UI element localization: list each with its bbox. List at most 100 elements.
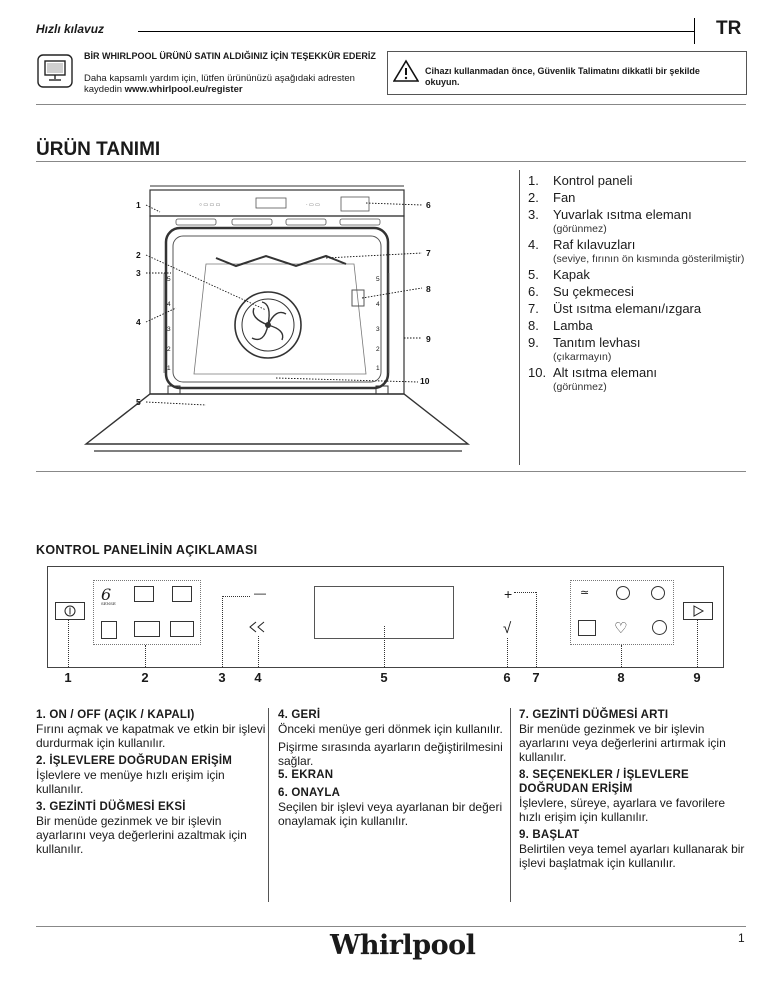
description-column-1: 1. ON / OFF (AÇIK / KAPALI) Fırını açmak… bbox=[36, 708, 268, 860]
section-separator bbox=[36, 471, 746, 472]
confirm-button[interactable]: √ bbox=[503, 620, 512, 637]
menu-list-button[interactable] bbox=[101, 621, 117, 639]
footer-rule bbox=[36, 926, 746, 927]
register-url[interactable]: www.whirlpool.eu/register bbox=[124, 84, 243, 95]
grill-function-button[interactable] bbox=[170, 621, 194, 637]
panel-number: 1 bbox=[64, 670, 72, 685]
svg-text:10: 10 bbox=[420, 376, 430, 386]
convection-function-button[interactable] bbox=[172, 586, 192, 602]
heading-rule bbox=[36, 161, 746, 162]
panel-number: 7 bbox=[532, 670, 540, 685]
desc-text: Pişirme sırasında ayarların değiştirilme… bbox=[278, 740, 503, 768]
desc-title: 8. SEÇENEKLER / İŞLEVLERE DOĞRUDAN ERİŞİ… bbox=[519, 769, 689, 795]
desc-title: 2. İŞLEVLERE DOĞRUDAN ERİŞİM bbox=[36, 755, 233, 767]
start-button[interactable] bbox=[683, 602, 713, 620]
description-column-2: 4. GERİ Önceki menüye geri dönmek için k… bbox=[278, 708, 506, 832]
svg-text:7: 7 bbox=[426, 248, 431, 258]
power-button[interactable] bbox=[55, 602, 85, 620]
brand-logo: Whirlpool bbox=[330, 930, 476, 961]
panel-number: 9 bbox=[693, 670, 701, 685]
warning-text: Cihazı kullanmadan önce, Güvenlik Talima… bbox=[425, 66, 700, 87]
desc-title: 6. ONAYLA bbox=[278, 787, 341, 799]
desc-text: İşlevlere ve menüye hızlı erişim için ku… bbox=[36, 768, 225, 796]
svg-text:8: 8 bbox=[426, 284, 431, 294]
svg-text:4: 4 bbox=[136, 317, 141, 327]
leader-3 bbox=[222, 596, 223, 667]
leader-1 bbox=[68, 620, 69, 667]
stopwatch-icon[interactable] bbox=[651, 586, 665, 600]
back-button[interactable] bbox=[248, 621, 268, 636]
panel-number: 4 bbox=[254, 670, 262, 685]
language-code: TR bbox=[716, 18, 742, 39]
leader-2 bbox=[145, 645, 146, 667]
desc-title: 7. GEZİNTİ DÜĞMESİ ARTI bbox=[519, 709, 669, 721]
temperature-icon[interactable]: ≃ bbox=[580, 587, 590, 599]
svg-text:4: 4 bbox=[167, 301, 171, 308]
svg-text:4: 4 bbox=[376, 301, 380, 308]
header-tick bbox=[694, 18, 695, 44]
parts-list-item: 10.Alt ısıtma elemanı(görünmez) bbox=[528, 365, 658, 393]
parts-list-item: 4.Raf kılavuzları(seviye, fırının ön kıs… bbox=[528, 237, 745, 265]
panel-number: 2 bbox=[141, 670, 149, 685]
desc-title: 1. ON / OFF (AÇIK / KAPALI) bbox=[36, 709, 195, 721]
desc-text: Seçilen bir işlevi veya ayarlanan bir de… bbox=[278, 800, 503, 828]
svg-text:1: 1 bbox=[167, 365, 171, 372]
plus-button[interactable]: + bbox=[504, 586, 513, 602]
svg-text:1: 1 bbox=[136, 200, 141, 210]
panel-number: 5 bbox=[380, 670, 388, 685]
svg-text:1: 1 bbox=[376, 365, 380, 372]
computer-icon bbox=[37, 54, 73, 93]
settings-tools-icon[interactable] bbox=[578, 620, 596, 636]
power-icon bbox=[64, 605, 76, 617]
leader-7h bbox=[514, 592, 536, 593]
desc-title: 5. EKRAN bbox=[278, 769, 334, 781]
description-column-3: 7. GEZİNTİ DÜĞMESİ ARTI Bir menüde gezin… bbox=[519, 708, 745, 874]
play-icon bbox=[693, 605, 705, 617]
svg-text:2: 2 bbox=[136, 250, 141, 260]
panel-number: 6 bbox=[503, 670, 511, 685]
fan-grill-function-button[interactable] bbox=[134, 586, 154, 602]
svg-text:5: 5 bbox=[167, 276, 171, 283]
parts-list-item: 8.Lamba bbox=[528, 318, 593, 333]
svg-text:3: 3 bbox=[167, 326, 171, 333]
parts-list-item: 1.Kontrol paneli bbox=[528, 173, 633, 188]
panel-heading: KONTROL PANELİNİN AÇIKLAMASI bbox=[36, 543, 258, 557]
list-divider bbox=[519, 170, 520, 465]
static-function-button[interactable] bbox=[134, 621, 160, 637]
gear-icon[interactable] bbox=[652, 620, 667, 635]
desc-text: Belirtilen veya temel ayarları kullanara… bbox=[519, 842, 745, 870]
svg-text:5: 5 bbox=[136, 397, 141, 407]
leader-4 bbox=[258, 636, 259, 667]
desc-title: 4. GERİ bbox=[278, 709, 321, 721]
leader-7 bbox=[536, 592, 537, 667]
parts-list: 1.Kontrol paneli 2.Fan 3.Yuvarlak ısıtma… bbox=[528, 172, 748, 394]
svg-text:2: 2 bbox=[167, 346, 171, 353]
leader-3h bbox=[222, 596, 250, 597]
control-panel bbox=[47, 566, 724, 668]
leader-8 bbox=[621, 645, 622, 667]
sixth-sense-button[interactable]: 6 SENSE bbox=[101, 585, 116, 606]
panel-number: 3 bbox=[218, 670, 226, 685]
warning-icon bbox=[392, 59, 420, 88]
parts-list-item: 3.Yuvarlak ısıtma elemanı(görünmez) bbox=[528, 207, 692, 235]
register-title: BİR WHIRLPOOL ÜRÜNÜ SATIN ALDIĞINIZ İÇİN… bbox=[84, 51, 376, 61]
desc-text: Fırını açmak ve kapatmak ve etkin bir iş… bbox=[36, 722, 266, 750]
col-divider-1 bbox=[268, 708, 269, 902]
guide-title: Hızlı kılavuz bbox=[36, 22, 105, 36]
svg-text:○ ▭ ▭ ▭: ○ ▭ ▭ ▭ bbox=[199, 202, 221, 208]
desc-title: 3. GEZİNTİ DÜĞMESİ EKSİ bbox=[36, 801, 186, 813]
leader-6 bbox=[507, 638, 508, 667]
register-text: Daha kapsamlı yardım için, lütfen ürünün… bbox=[84, 73, 355, 95]
parts-list-item: 7.Üst ısıtma elemanı/ızgara bbox=[528, 301, 702, 316]
timer-icon[interactable] bbox=[616, 586, 630, 600]
parts-list-item: 2.Fan bbox=[528, 190, 576, 205]
svg-text:5: 5 bbox=[376, 276, 380, 283]
top-separator bbox=[36, 104, 746, 105]
function-shortcuts bbox=[93, 580, 201, 645]
header-rule bbox=[138, 31, 694, 32]
favorites-heart-icon[interactable]: ♡ bbox=[614, 620, 628, 637]
desc-title: 9. BAŞLAT bbox=[519, 829, 580, 841]
parts-list-item: 6.Su çekmecesi bbox=[528, 284, 634, 299]
minus-button[interactable]: — bbox=[254, 586, 266, 600]
